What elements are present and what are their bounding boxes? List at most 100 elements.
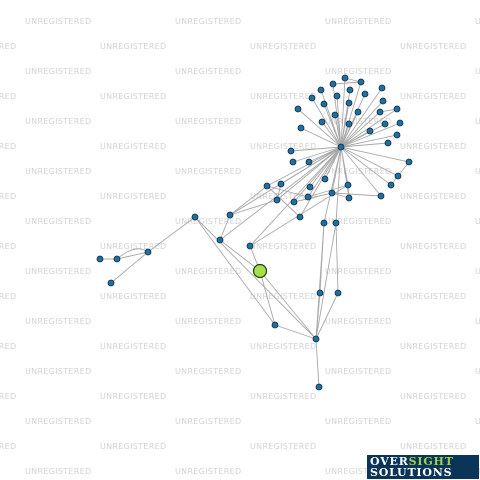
watermark-text: UNREGISTERED: [100, 442, 166, 451]
graph-node[interactable]: [346, 86, 354, 94]
watermark-text: UNREGISTERED: [325, 217, 391, 226]
watermark-text: UNREGISTERED: [325, 467, 391, 476]
graph-node[interactable]: [297, 124, 305, 132]
graph-edge: [340, 146, 392, 186]
graph-node[interactable]: [405, 158, 413, 166]
graph-node[interactable]: [320, 100, 328, 108]
graph-node[interactable]: [344, 181, 352, 189]
graph-edge: [219, 146, 342, 241]
watermark-text: UNREGISTERED: [475, 17, 480, 26]
graph-edge: [311, 97, 342, 148]
graph-node[interactable]: [381, 120, 389, 128]
graph-node[interactable]: [345, 194, 353, 202]
graph-edge: [340, 87, 383, 148]
graph-edge: [315, 292, 339, 340]
graph-node[interactable]: [318, 118, 326, 126]
graph-edge: [147, 216, 196, 253]
graph-node[interactable]: [305, 158, 313, 166]
graph-edge: [299, 146, 342, 218]
graph-edge: [336, 95, 342, 148]
graph-node[interactable]: [304, 193, 312, 201]
graph-node[interactable]: [191, 213, 199, 221]
watermark-text: UNREGISTERED: [400, 192, 466, 201]
graph-edge: [340, 102, 350, 148]
graph-node[interactable]: [393, 105, 401, 113]
watermark-text: UNREGISTERED: [475, 267, 480, 276]
watermark-text: UNREGISTERED: [175, 117, 241, 126]
graph-node[interactable]: [394, 172, 402, 180]
graph-node[interactable]: [333, 92, 341, 100]
highlighted-entity-node[interactable]: [252, 263, 268, 279]
graph-node[interactable]: [273, 196, 281, 204]
watermark-text: UNREGISTERED: [100, 192, 166, 201]
graph-node[interactable]: [361, 90, 369, 98]
graph-edge: [321, 121, 342, 148]
graph-node[interactable]: [290, 198, 298, 206]
graph-edge: [290, 146, 342, 152]
graph-node[interactable]: [378, 84, 386, 92]
graph-node[interactable]: [294, 105, 302, 113]
graph-node[interactable]: [376, 108, 384, 116]
graph-node[interactable]: [315, 383, 323, 391]
graph-node[interactable]: [226, 211, 234, 219]
graph-node[interactable]: [216, 236, 224, 244]
graph-node[interactable]: [384, 139, 392, 147]
graph-node[interactable]: [337, 143, 345, 151]
graph-node[interactable]: [393, 131, 401, 139]
watermark-text: UNREGISTERED: [175, 67, 241, 76]
graph-node[interactable]: [329, 80, 337, 88]
watermark-text: UNREGISTERED: [475, 117, 480, 126]
graph-node[interactable]: [107, 279, 115, 287]
logo-word-solutions: SOLUTIONS: [370, 466, 453, 479]
watermark-text: UNREGISTERED: [400, 442, 466, 451]
graph-edge: [319, 222, 325, 294]
graph-node[interactable]: [287, 147, 295, 155]
graph-node[interactable]: [377, 192, 385, 200]
graph-node[interactable]: [316, 289, 324, 297]
graph-edge: [340, 100, 384, 148]
watermark-text: UNREGISTERED: [0, 242, 16, 251]
graph-edge: [332, 81, 362, 85]
graph-node[interactable]: [277, 180, 285, 188]
graph-node[interactable]: [332, 219, 340, 227]
graph-node[interactable]: [144, 248, 152, 256]
graph-node[interactable]: [320, 219, 328, 227]
graph-node[interactable]: [345, 99, 353, 107]
graph-node[interactable]: [96, 255, 104, 263]
graph-node[interactable]: [396, 119, 404, 127]
watermark-text: UNREGISTERED: [25, 467, 91, 476]
graph-node[interactable]: [306, 183, 314, 191]
watermark-text: UNREGISTERED: [325, 367, 391, 376]
graph-node[interactable]: [379, 97, 387, 105]
graph-node[interactable]: [246, 242, 254, 250]
graph-node[interactable]: [387, 181, 395, 189]
watermark-text: UNREGISTERED: [0, 442, 16, 451]
graph-node[interactable]: [328, 189, 336, 197]
graph-node[interactable]: [263, 182, 271, 190]
graph-node[interactable]: [331, 111, 339, 119]
graph-node[interactable]: [296, 213, 304, 221]
watermark-text: UNREGISTERED: [0, 392, 16, 401]
graph-node[interactable]: [271, 321, 279, 329]
graph-node[interactable]: [345, 120, 353, 128]
graph-node[interactable]: [289, 158, 297, 166]
watermark-text: UNREGISTERED: [175, 417, 241, 426]
graph-node[interactable]: [321, 175, 329, 183]
graph-node[interactable]: [334, 289, 342, 297]
graph-edge: [293, 192, 333, 203]
graph-node[interactable]: [341, 74, 349, 82]
watermark-text: UNREGISTERED: [175, 367, 241, 376]
watermark-text: UNREGISTERED: [475, 67, 480, 76]
graph-node[interactable]: [312, 335, 320, 343]
graph-node[interactable]: [366, 127, 374, 135]
watermark-text: UNREGISTERED: [400, 42, 466, 51]
graph-node[interactable]: [317, 86, 325, 94]
graph-edge: [274, 324, 317, 340]
graph-edge: [340, 77, 346, 148]
graph-node[interactable]: [113, 255, 121, 263]
graph-edge: [323, 146, 342, 224]
graph-node[interactable]: [308, 94, 316, 102]
graph-node[interactable]: [357, 78, 365, 86]
graph-node[interactable]: [354, 108, 362, 116]
